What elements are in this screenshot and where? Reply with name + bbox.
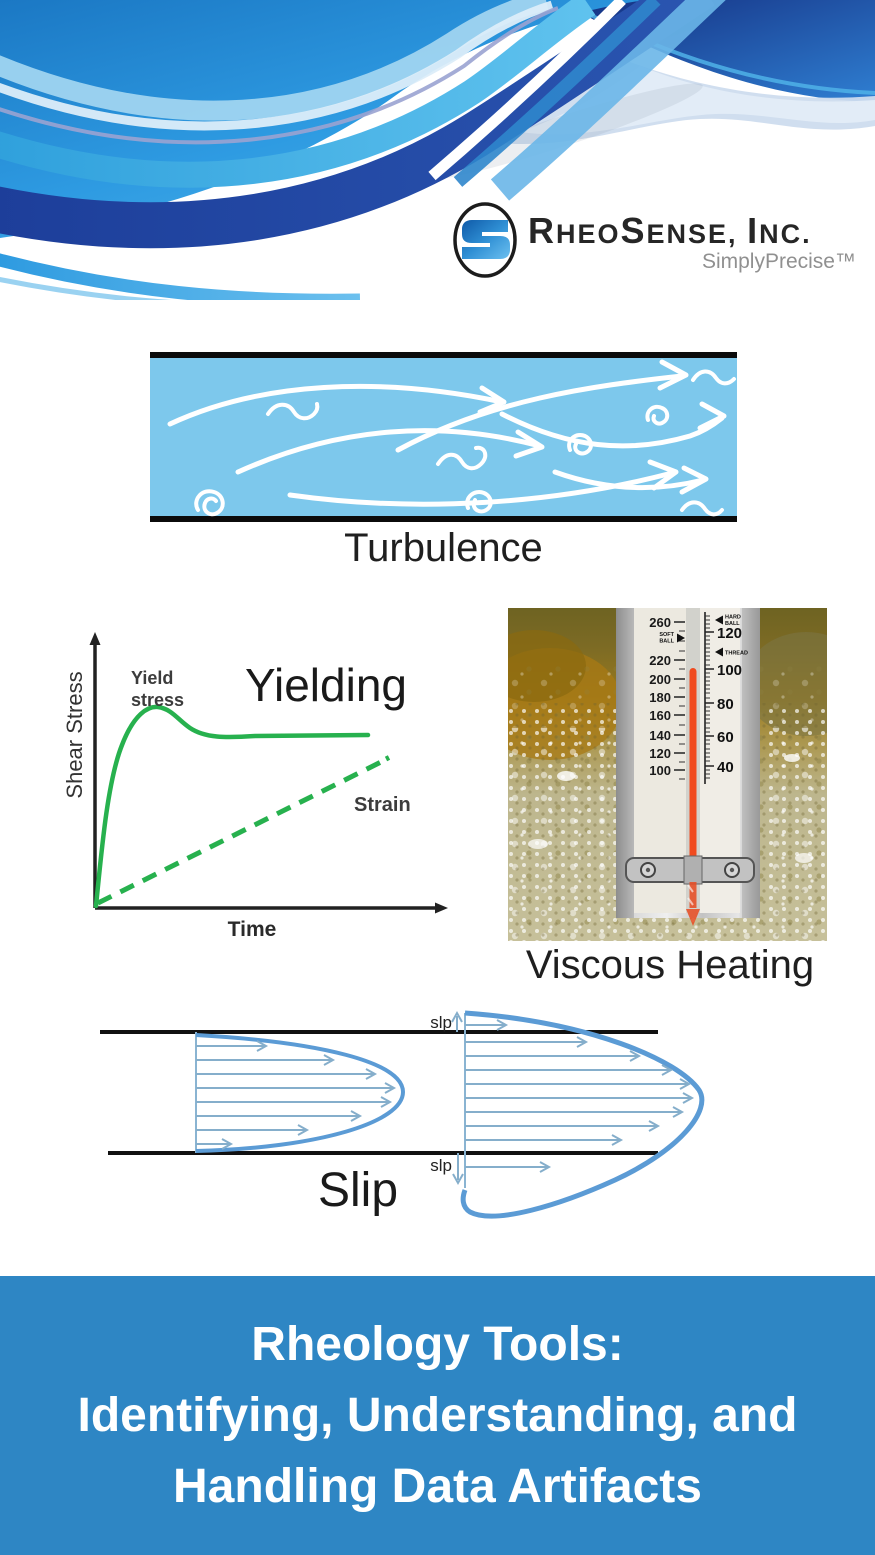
banner-title-line: Handling Data Artifacts — [173, 1460, 702, 1513]
brand-part: S — [620, 210, 647, 251]
wave-stripe-mid — [453, 0, 661, 187]
left-scale-minor-ticks — [679, 630, 685, 780]
title-banner: Rheology Tools: Identifying, Understandi… — [0, 1276, 875, 1555]
thread-marker-icon — [715, 647, 723, 657]
soft-ball-label: SOFT — [659, 632, 674, 638]
viscous-heating-photo: 260 220 200 180 160 140 120 100 SOFT BAL… — [508, 608, 827, 941]
rheosense-logo-icon — [453, 202, 517, 278]
wave-band-light — [0, 0, 549, 121]
y-axis-arrow-icon — [89, 632, 101, 645]
wave-stripe-lightblue — [490, 0, 726, 201]
logo-s-mark — [462, 220, 510, 259]
foam-glint — [795, 853, 813, 863]
turbulence-diagram — [150, 352, 737, 522]
slp-label-bottom: slp — [430, 1156, 452, 1175]
shear-stress-curve — [93, 704, 371, 909]
profile-curve — [460, 1010, 705, 1219]
left-scale-value: 120 — [649, 746, 671, 761]
left-scale-value: 200 — [649, 672, 671, 687]
left-scale-value: 100 — [649, 763, 671, 778]
strain-dashed-line — [96, 759, 383, 906]
logo-circle — [453, 202, 517, 278]
right-scale-ticks — [705, 631, 714, 767]
slip-diagram: slp slp Slip — [100, 1010, 705, 1219]
thermometer-right-bevel — [742, 608, 760, 918]
wave-bottom-curve-echo — [0, 277, 172, 300]
brand-tagline: SimplyPrecise™ — [701, 250, 856, 273]
foam-glint — [557, 771, 575, 781]
thread-label: THREAD — [725, 651, 748, 657]
left-scale-ticks — [674, 621, 685, 771]
turbulence-swirl-icons — [194, 369, 736, 517]
thermometer-left-bevel — [616, 608, 634, 918]
brand-wordmark: RHEOSENSE, INC. — [528, 210, 812, 252]
velocity-arrows — [465, 1019, 695, 1173]
wave-bottom-curve — [0, 253, 360, 300]
strain-dash-end — [384, 755, 391, 762]
left-scale-value: 220 — [649, 653, 671, 668]
yielding-title: Yielding — [245, 659, 407, 711]
no-slip-velocity-profile — [195, 1032, 406, 1153]
right-scale-value: 100 — [717, 662, 742, 679]
brand-part: ENSE, — [646, 219, 748, 249]
banner-title-line: Rheology Tools: — [251, 1318, 624, 1371]
foam-glint — [784, 754, 800, 762]
viscous-heating-label: Viscous Heating — [525, 943, 815, 987]
left-scale-value: 260 — [649, 615, 671, 630]
foam-glint — [528, 839, 548, 849]
bracket-screw-center — [645, 867, 651, 873]
mercury-column — [689, 668, 697, 860]
y-axis-label: Shear Stress — [62, 671, 87, 798]
slip-velocity-profile: slp slp — [430, 1010, 705, 1219]
banner-title-line: Identifying, Understanding, and — [77, 1389, 798, 1442]
profile-curve — [195, 1033, 406, 1153]
left-scale-value: 160 — [649, 708, 671, 723]
yield-stress-annotation-line2: stress — [131, 690, 184, 710]
thermometer: 260 220 200 180 160 140 120 100 SOFT BAL… — [616, 608, 760, 918]
soft-ball-marker-icon — [677, 633, 685, 643]
soft-ball-label: BALL — [659, 639, 674, 645]
slp-label-top: slp — [430, 1013, 452, 1032]
wave-stripe-white — [428, 0, 626, 181]
turbulence-label: Turbulence — [344, 526, 543, 570]
slip-offset-arrows — [451, 1010, 464, 1186]
right-scale-value: 40 — [717, 759, 734, 776]
right-scale-minor-ticks — [705, 615, 710, 779]
strain-annotation: Strain — [354, 794, 411, 816]
turbulence-flow-arrows — [167, 359, 727, 507]
left-scale-value: 180 — [649, 690, 671, 705]
wave-band-lavender — [0, 6, 559, 145]
wave-pale-band-inner — [520, 66, 875, 135]
brand-part: R — [528, 210, 556, 251]
slip-label: Slip — [318, 1164, 398, 1217]
hard-ball-label: HARD — [725, 615, 741, 621]
x-axis-arrow-icon — [435, 902, 448, 914]
brand-part: HEO — [556, 219, 621, 249]
wave-band-cyan — [0, 0, 596, 188]
hard-ball-marker-icon — [715, 615, 723, 625]
left-scale-value: 140 — [649, 728, 671, 743]
bracket-screw-center — [729, 867, 735, 873]
right-scale-value: 80 — [717, 696, 734, 713]
brand-part: NC. — [759, 219, 812, 249]
bracket-notch — [683, 855, 703, 885]
yield-stress-annotation-line1: Yield — [131, 668, 173, 688]
brand-part: I — [747, 210, 760, 251]
wave-band-pale — [0, 0, 554, 131]
mercury-tip-arrow — [686, 882, 700, 926]
x-axis-label: Time — [228, 918, 277, 941]
hard-ball-label: BALL — [725, 621, 740, 627]
right-scale-value: 120 — [717, 625, 742, 642]
right-scale-value: 60 — [717, 729, 734, 746]
velocity-arrows — [196, 1040, 397, 1150]
yielding-chart: Shear Stress Yield stress Yielding Strai… — [62, 632, 448, 941]
header-wave-art — [0, 0, 875, 300]
